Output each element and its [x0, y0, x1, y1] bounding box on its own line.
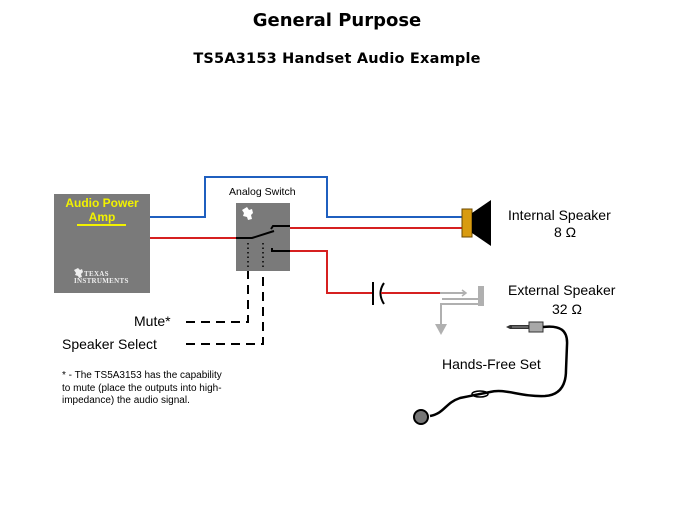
ti-logo-icon — [74, 268, 83, 278]
headphone-jack-icon — [435, 286, 484, 335]
switch-input-line — [236, 230, 275, 239]
ti-logo-line2: Instruments — [74, 277, 129, 285]
speaker-select-control-line — [186, 271, 264, 345]
switch-ti-logo-icon — [242, 207, 253, 220]
ti-logo-line1: Texas — [84, 270, 109, 278]
analog-switch-label: Analog Switch — [229, 186, 296, 198]
mute-control-line — [186, 271, 249, 323]
switch-top-contact — [270, 225, 290, 230]
footnote-line2: to mute (place the outputs into high- — [62, 382, 222, 394]
headset-plug-icon — [506, 321, 544, 333]
internal-speaker-name: Internal Speaker — [508, 207, 611, 223]
blue-wire — [150, 176, 463, 218]
footnote-line1: * - The TS5A3153 has the capability — [62, 370, 222, 381]
earbud-icon — [413, 409, 429, 425]
page-title: General Purpose — [252, 10, 422, 31]
footnote: * - The TS5A3153 has the capability to m… — [62, 370, 222, 408]
amp-label-line2: Amp — [88, 210, 116, 224]
external-speaker-impedance: 32 Ω — [552, 301, 582, 317]
amp-label-line1: Audio Power — [65, 196, 139, 210]
internal-speaker-icon — [461, 200, 491, 246]
capacitor-curve — [379, 282, 385, 305]
external-speaker-name: External Speaker — [508, 282, 616, 298]
switch-bottom-contact — [271, 248, 290, 252]
headset-inline-mic — [471, 390, 489, 398]
red-wire-to-external — [290, 250, 373, 294]
footnote-line3: impedance) the audio signal. — [62, 395, 190, 406]
speaker-select-label: Speaker Select — [62, 336, 157, 352]
amp-label: Audio Power Amp — [56, 196, 148, 224]
audio-power-amp-block — [54, 194, 150, 293]
ti-logo-text: Texas Instruments — [74, 270, 129, 285]
internal-speaker-impedance: 8 Ω — [554, 224, 577, 240]
page-subtitle: TS5A3153 Handset Audio Example — [193, 51, 481, 67]
hands-free-label: Hands-Free Set — [442, 356, 541, 372]
mute-label: Mute* — [134, 313, 171, 329]
headset-cord — [429, 325, 569, 418]
